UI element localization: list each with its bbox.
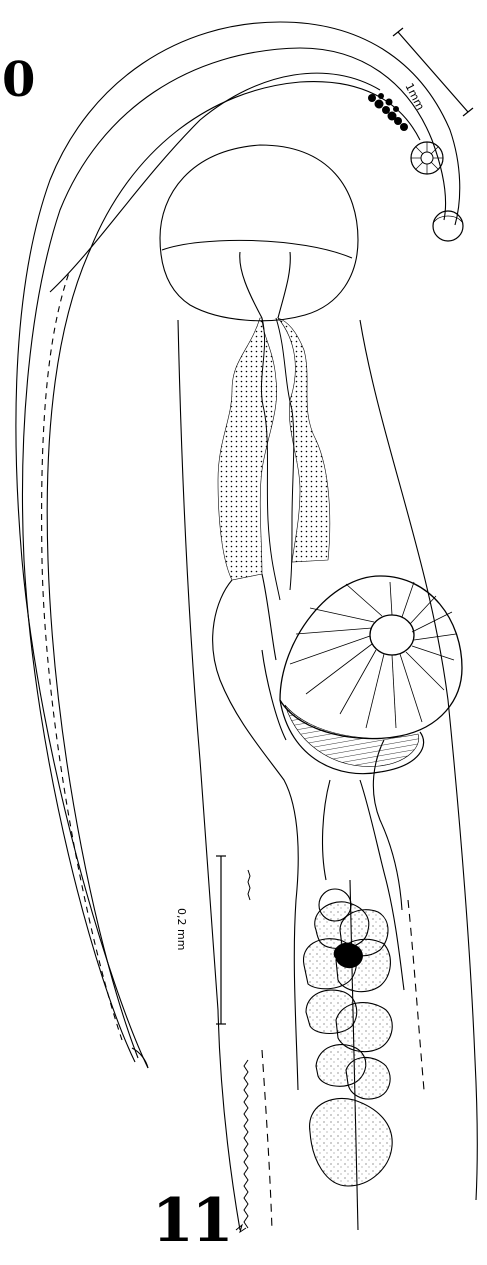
- scale-label-02mm: 0,2 mm: [175, 908, 188, 950]
- overview-organs: [368, 93, 463, 241]
- pharynx: [218, 318, 330, 600]
- oral-sucker: [160, 145, 358, 321]
- ventral-sucker: [280, 576, 462, 774]
- figure-label-top: 0: [2, 52, 33, 108]
- figure-label-bottom: 11: [152, 1186, 232, 1256]
- tegument-spines: [236, 870, 250, 1232]
- gonads: [303, 889, 392, 1186]
- scale-bar-1mm: [393, 28, 473, 116]
